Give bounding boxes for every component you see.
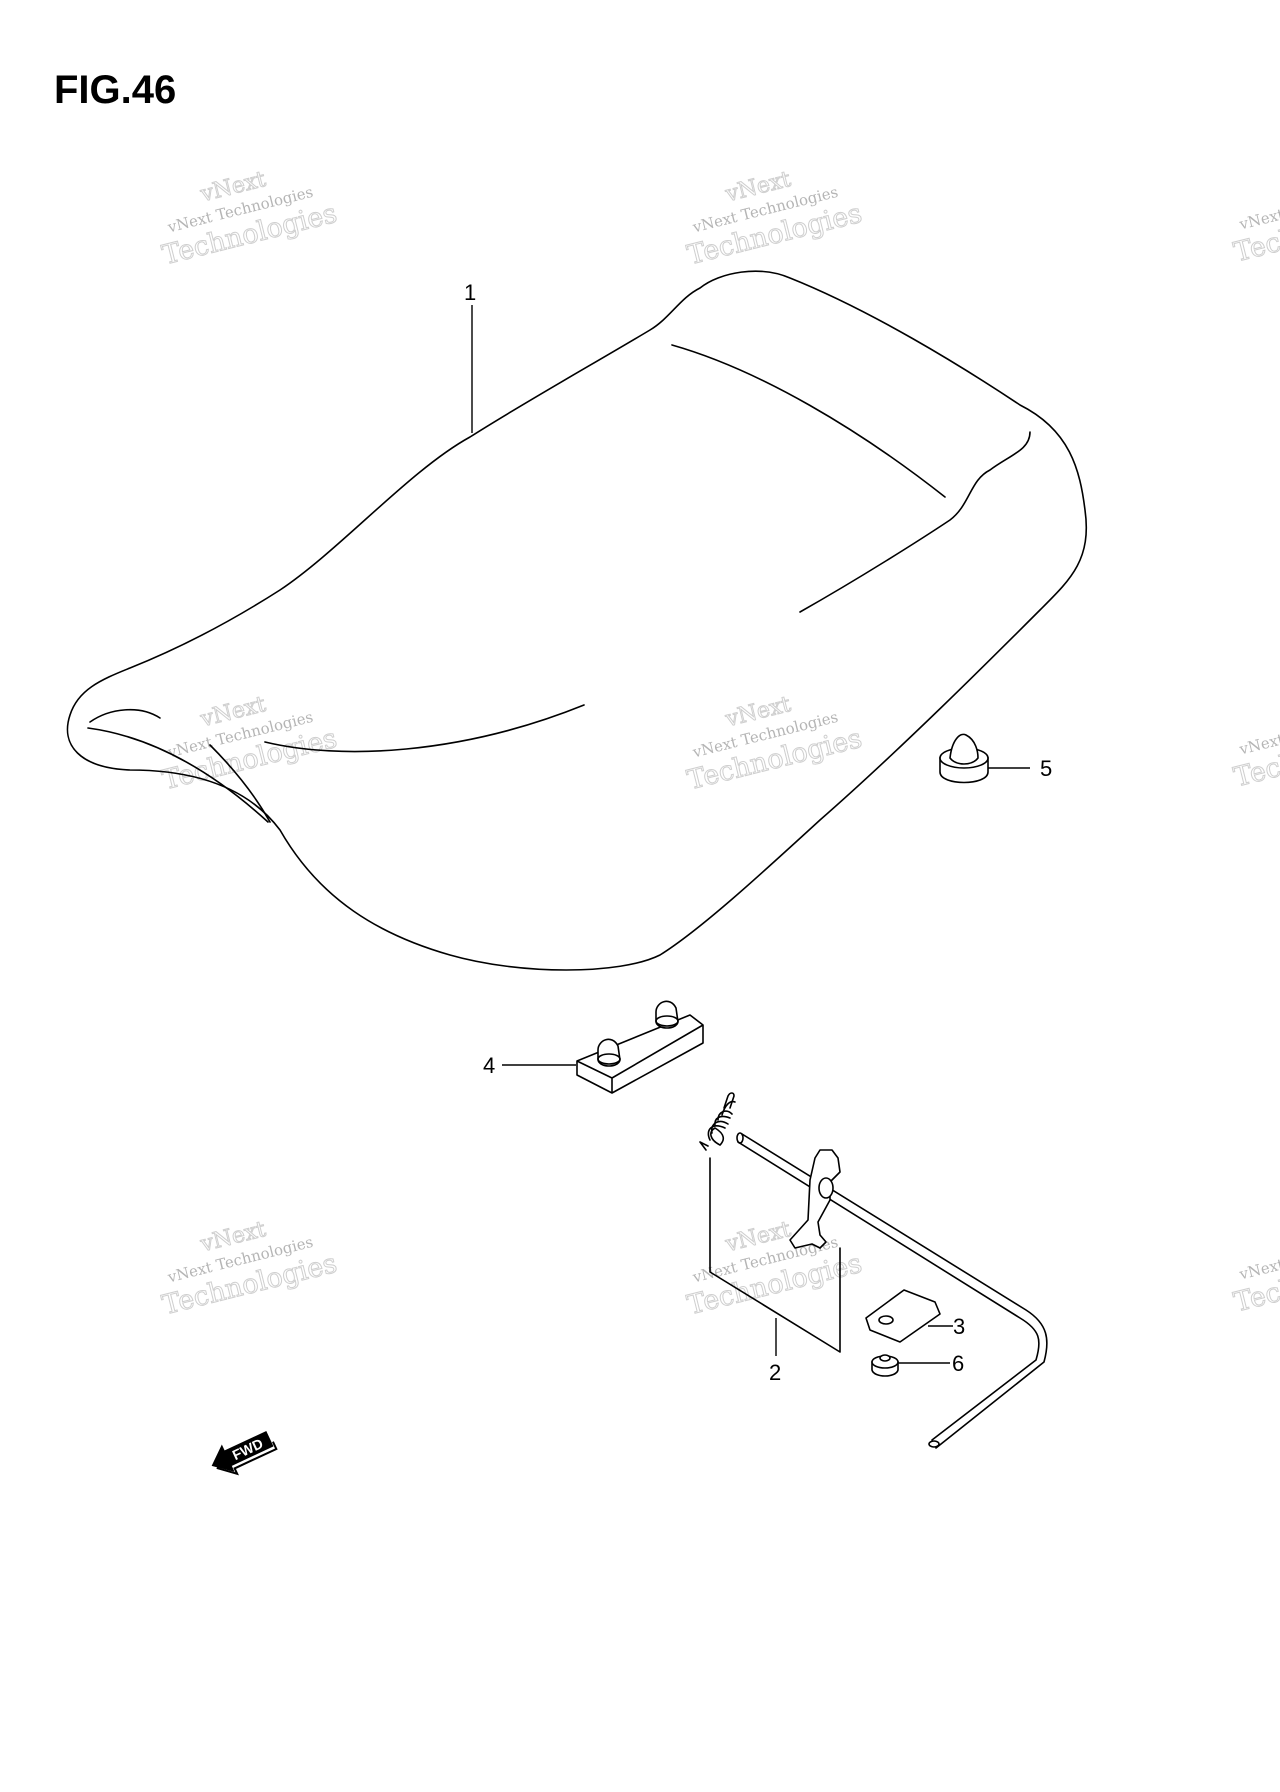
leader-lines [471, 305, 1030, 1364]
nut-hole [879, 1354, 891, 1362]
seat-rear-line [671, 344, 946, 498]
latch-hook [789, 1149, 841, 1249]
seat-outline [66, 270, 1087, 971]
watermark-tile: vNext vNext Technologies Technologies [159, 1217, 341, 1322]
seat-part-1[interactable] [66, 270, 1087, 971]
watermark-text: vNext Technologies [1237, 1230, 1280, 1284]
cushion-part-5[interactable] [939, 733, 989, 784]
part-label-6: 6 [952, 1351, 964, 1376]
part-labels: 1 2 3 4 5 6 [464, 280, 1052, 1385]
part-label-2: 2 [769, 1360, 781, 1385]
lock-rod-end [928, 1440, 940, 1448]
watermark-group: vNext vNext Technologies Technologies vN… [159, 167, 1280, 1322]
plate-part-3[interactable] [865, 1289, 941, 1343]
fwd-arrow-icon: FWD [211, 1431, 278, 1476]
part-label-5: 5 [1040, 756, 1052, 781]
cushion-plate-edge [576, 1024, 704, 1093]
watermark-tile: vNext vNext Technologies Technologies [684, 1217, 866, 1322]
seat-front-curve [264, 704, 585, 753]
bumper-icon [597, 1038, 621, 1067]
part-label-3: 3 [953, 1314, 965, 1339]
fwd-label: FWD [230, 1435, 266, 1463]
bumper-icon [655, 1000, 679, 1029]
watermark-text: Technologies [1231, 720, 1280, 793]
cushion-plate [576, 1014, 704, 1094]
watermark-tile: vNext Technologies Technologies [1230, 1230, 1280, 1319]
lock-rod-inner [741, 1133, 1048, 1449]
cushion-part-4[interactable] [576, 1000, 704, 1094]
watermark-tile: vNext vNext Technologies Technologies [684, 692, 866, 797]
seat-lock-part-2[interactable] [699, 1092, 1048, 1449]
lock-rod [737, 1141, 1040, 1441]
assembly-bracket [709, 1157, 841, 1353]
lock-rod-start [736, 1132, 744, 1144]
spring-icon [699, 1092, 736, 1151]
watermark-text: Technologies [1231, 1245, 1280, 1318]
figure-title: FIG.46 [54, 68, 177, 112]
watermark-tile: vNext Technologies Technologies [1230, 180, 1280, 269]
part-label-4: 4 [483, 1053, 495, 1078]
plate-hole [878, 1315, 894, 1325]
watermark-tile: vNext vNext Technologies Technologies [159, 167, 341, 272]
seat-rear-edge [799, 431, 1031, 613]
cushion-tip [949, 733, 979, 765]
seat-front-pad-line [89, 708, 161, 723]
plate-body [865, 1289, 941, 1343]
watermark-text: vNext Technologies [1237, 705, 1280, 759]
watermark-text: vNext Technologies [1237, 180, 1280, 234]
seat-side-line [209, 744, 271, 823]
part-label-1: 1 [464, 280, 476, 305]
watermark-text: Technologies [1231, 195, 1280, 268]
watermark-tile: vNext vNext Technologies Technologies [684, 167, 866, 272]
latch-pivot [818, 1177, 834, 1199]
watermark-tile: vNext Technologies Technologies [1230, 705, 1280, 794]
seat-front-fold-line [87, 727, 269, 823]
nut-part-6[interactable] [871, 1354, 899, 1377]
watermark-tile: vNext vNext Technologies Technologies [159, 692, 341, 797]
